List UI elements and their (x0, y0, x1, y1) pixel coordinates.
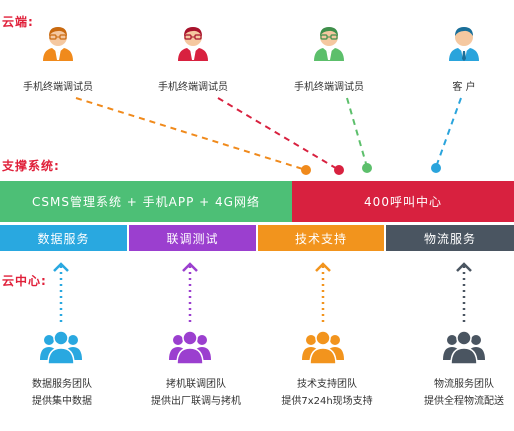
logistics-service-label: 物流服务 (423, 231, 476, 246)
connector-dot-1 (301, 165, 311, 175)
team-caption-support: 技术支持团队 提供7x24h现场支持 (257, 376, 397, 410)
team-caption-logistics: 物流服务团队 提供全程物流配送 (394, 376, 514, 410)
tech-support-label: 技术支持 (294, 231, 347, 246)
team-logistics-desc: 提供全程物流配送 (424, 396, 504, 407)
joint-test-bar: 联调测试 (129, 225, 256, 251)
cloud-end-label: 云端: (2, 15, 34, 29)
connector-line-2 (217, 97, 340, 171)
person-icon (449, 27, 479, 61)
person-caption-3: 手机终端调试员 (294, 82, 364, 93)
call-center-label: 400呼叫中心 (364, 195, 442, 209)
team-logistics-name: 物流服务团队 (434, 379, 494, 390)
person-caption-1: 手机终端调试员 (23, 82, 93, 93)
connector-dot-2 (334, 165, 344, 175)
arrow-up-icon (182, 262, 198, 326)
cloud-center-label: 云中心: (2, 274, 47, 288)
person-icon (178, 27, 208, 61)
csms-system-label: CSMS管理系统 + 手机APP + 4G网络 (32, 195, 260, 209)
team-support-desc: 提供7x24h现场支持 (281, 396, 373, 407)
team-data-desc: 提供集中数据 (32, 396, 92, 407)
team-caption-data: 数据服务团队 提供集中数据 (0, 376, 132, 410)
team-group-icon (169, 330, 211, 365)
team-support-name: 技术支持团队 (297, 379, 357, 390)
connector-dot-4 (431, 163, 441, 173)
person-caption-2: 手机终端调试员 (158, 82, 228, 93)
team-group-icon (40, 330, 82, 365)
call-center-bar: 400呼叫中心 (292, 181, 514, 222)
joint-test-label: 联调测试 (166, 231, 219, 246)
team-test-name: 拷机联调团队 (166, 379, 226, 390)
arrow-up-icon (456, 262, 472, 326)
connector-dot-3 (362, 163, 372, 173)
connector-line-3 (346, 97, 368, 168)
team-group-icon (443, 330, 485, 365)
person-icon (43, 27, 73, 61)
team-test-desc: 提供出厂联调与拷机 (151, 396, 241, 407)
person-icon (314, 27, 344, 61)
connector-line-1 (75, 97, 307, 171)
arrow-up-icon (53, 262, 69, 326)
tech-support-bar: 技术支持 (258, 225, 384, 251)
csms-system-bar: CSMS管理系统 + 手机APP + 4G网络 (0, 181, 292, 222)
logistics-service-bar: 物流服务 (386, 225, 514, 251)
arrow-up-icon (315, 262, 331, 326)
team-data-name: 数据服务团队 (32, 379, 92, 390)
team-group-icon (302, 330, 344, 365)
data-service-label: 数据服务 (37, 231, 90, 246)
support-system-label: 支撑系统: (2, 159, 60, 173)
person-caption-4: 客 户 (452, 82, 476, 93)
data-service-bar: 数据服务 (0, 225, 127, 251)
team-caption-test: 拷机联调团队 提供出厂联调与拷机 (126, 376, 266, 410)
connector-line-4 (435, 97, 462, 168)
